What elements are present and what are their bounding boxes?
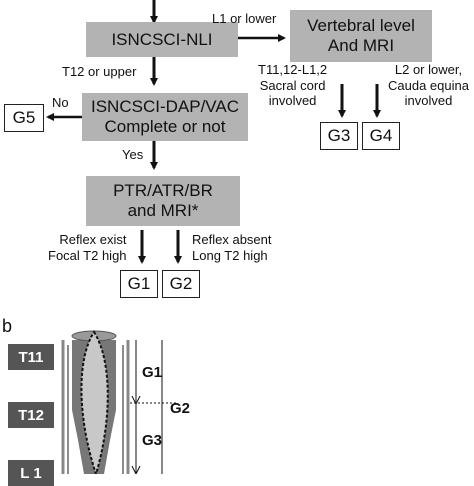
vertebra-t12-label: T12 (8, 402, 54, 428)
edge-label-reflex-absent: Reflex absent Long T2 high (192, 232, 272, 263)
box-vertebral-level: Vertebral level And MRI (290, 10, 432, 62)
box-vertebral-line1: Vertebral level (307, 16, 415, 36)
spinal-cord-schematic (61, 330, 176, 474)
edge-label-l1-lower: L1 or lower (212, 11, 277, 26)
edge-label-yes: Yes (122, 147, 144, 162)
span-label-g2: G2 (170, 400, 191, 417)
group-g5: G5 (4, 104, 44, 132)
edge-label-cauda: L2 or lower, Cauda equina involved (388, 62, 469, 109)
box-vertebral-line2: And MRI (327, 36, 395, 55)
vertebra-t11-label: T11 (8, 344, 54, 370)
group-g2: G2 (162, 270, 200, 298)
group-g4: G4 (362, 122, 400, 150)
box-dap-line2: Complete or not (104, 117, 226, 136)
box-nli-text: ISNCSCI-NLI (111, 29, 213, 49)
box-isncsci-dap: ISNCSCI-DAP/VAC Complete or not (82, 93, 248, 141)
box-ptr-line2: and MRI* (127, 201, 199, 220)
edge-label-sacral: T11,12-L1,2 Sacral cord involved (258, 62, 328, 109)
connector-lines (46, 0, 381, 474)
box-isncsci-nli: ISNCSCI-NLI (86, 22, 238, 57)
panel-b-label: b (2, 316, 13, 336)
box-dap-line1: ISNCSCI-DAP/VAC (91, 97, 239, 117)
span-label-g3: G3 (142, 432, 163, 449)
span-label-g1: G1 (142, 364, 163, 381)
edge-label-no: No (52, 95, 69, 110)
group-g1: G1 (120, 270, 158, 298)
edge-label-t12-upper: T12 or upper (62, 64, 137, 79)
group-g3: G3 (320, 122, 358, 150)
box-ptr-line1: PTR/ATR/BR (113, 181, 213, 201)
vertebra-l1-label: L 1 (8, 460, 54, 486)
edge-label-reflex-exist: Reflex exist Focal T2 high (48, 232, 127, 263)
box-ptr-mri: PTR/ATR/BR and MRI* (86, 176, 240, 226)
